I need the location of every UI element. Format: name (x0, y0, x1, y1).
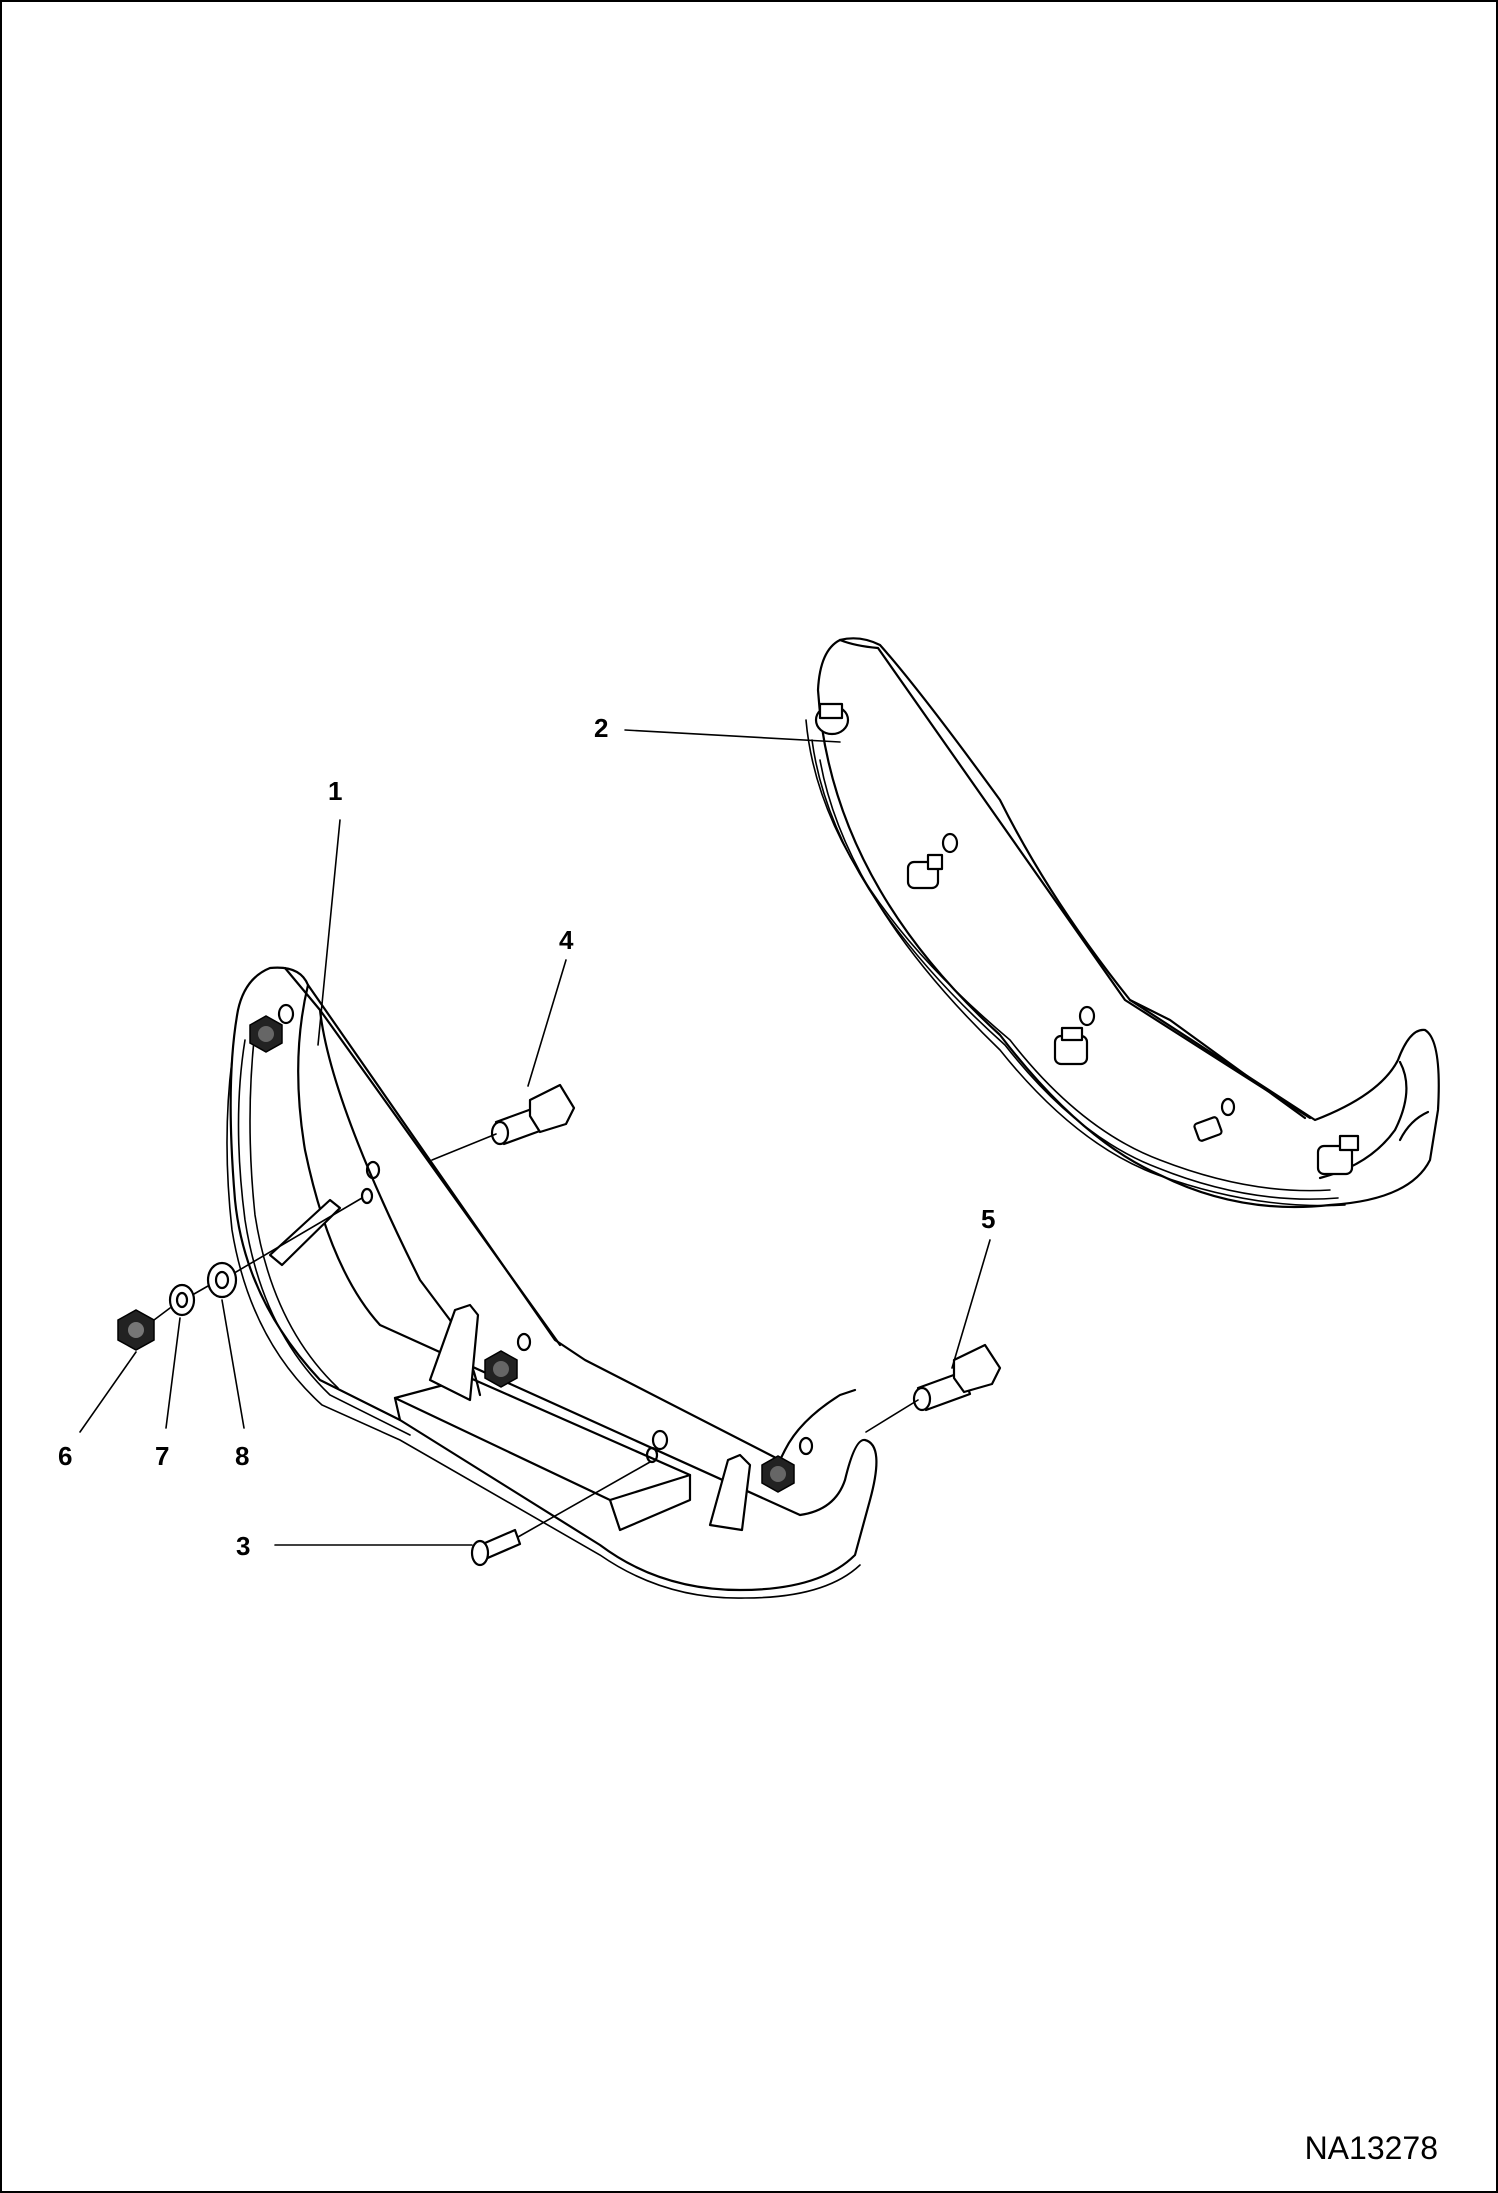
mounting-hole-icon (360, 1187, 374, 1205)
shoe-part-1 (226, 966, 878, 1599)
flat-washer-8-icon (206, 1261, 238, 1299)
nut-icon (761, 1455, 795, 1493)
mounting-hole-icon (645, 1446, 659, 1464)
callout-1: 1 (328, 776, 342, 806)
leader-lines (79, 729, 991, 1546)
callout-4: 4 (559, 925, 574, 955)
bolt-head-icon (814, 702, 850, 736)
callout-5: 5 (981, 1204, 995, 1234)
bolt-head-icon (906, 853, 944, 890)
callout-3: 3 (236, 1531, 250, 1561)
gusset-plate (428, 1303, 480, 1402)
shoe-part-2 (805, 637, 1440, 1209)
drawing-number: NA13278 (1304, 2130, 1438, 2166)
pin-icon (1193, 1116, 1223, 1142)
bolt-head-icon (1316, 1134, 1360, 1176)
bolt-5-icon (912, 1343, 1002, 1412)
callout-6: 6 (58, 1441, 72, 1471)
callout-7: 7 (155, 1441, 169, 1471)
lock-washer-7-icon (168, 1283, 196, 1317)
mounting-hole-icon (1220, 1097, 1236, 1117)
nut-icon (484, 1350, 518, 1388)
nut-icon (249, 1015, 283, 1053)
mounting-hole-icon (651, 1429, 669, 1451)
nut-6-icon (117, 1309, 155, 1351)
gusset-plate (268, 1198, 342, 1267)
callout-2: 2 (594, 713, 608, 743)
mounting-hole-icon (1078, 1005, 1096, 1027)
gusset-plate (708, 1453, 752, 1532)
mounting-hole-icon (365, 1160, 381, 1180)
screw-3-icon (470, 1528, 522, 1567)
callout-8: 8 (235, 1441, 249, 1471)
mounting-hole-icon (516, 1332, 532, 1352)
mounting-hole-icon (941, 832, 959, 854)
bolt-4-icon (490, 1083, 576, 1146)
mounting-hole-icon (798, 1436, 814, 1456)
mounting-hole-icon (277, 1003, 295, 1025)
bolt-head-icon (1053, 1026, 1089, 1066)
